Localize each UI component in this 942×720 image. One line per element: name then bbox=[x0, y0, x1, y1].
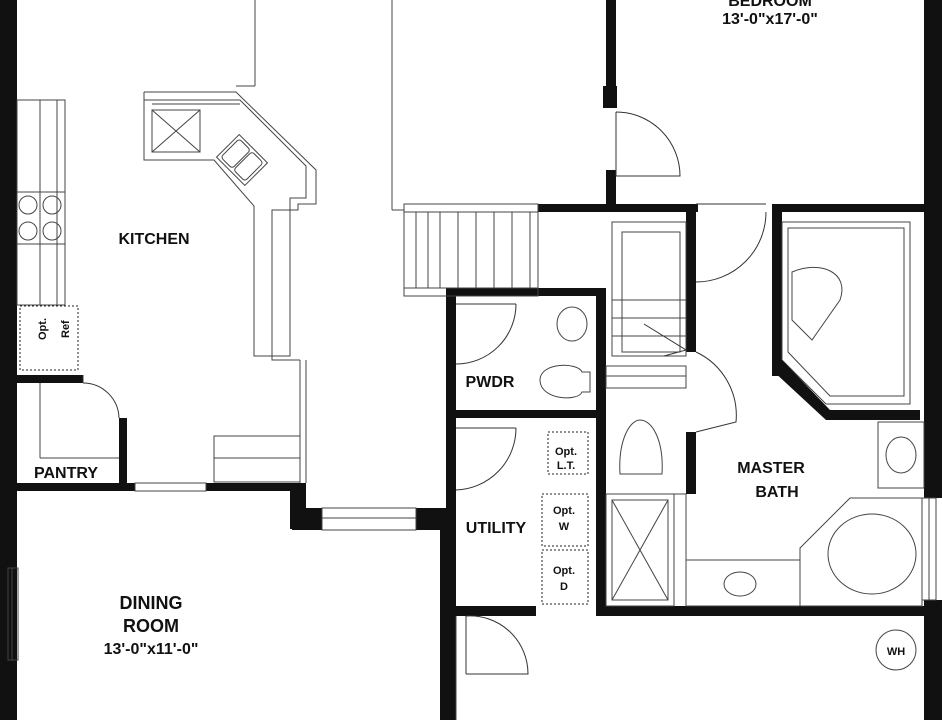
washer-opt: Opt. bbox=[553, 505, 575, 517]
bathtub-upper bbox=[781, 221, 911, 405]
pantry-door bbox=[82, 382, 120, 419]
pantry-label: PANTRY bbox=[34, 465, 98, 482]
master-bath-label-2: BATH bbox=[755, 484, 798, 501]
bedroom-label: BEDROOM bbox=[728, 0, 812, 10]
garden-tub bbox=[799, 497, 923, 607]
wall-pantry-right bbox=[119, 418, 127, 490]
dryer-space bbox=[541, 549, 589, 605]
burner-icon bbox=[42, 221, 62, 241]
dining-room-label-1: DINING bbox=[120, 593, 183, 613]
wall-left-exterior bbox=[0, 0, 17, 720]
pwdr-toilet-icon bbox=[539, 364, 591, 399]
wall-pwdr-right bbox=[596, 288, 606, 610]
pwdr-label: PWDR bbox=[466, 374, 515, 391]
dishwasher bbox=[151, 109, 201, 153]
bath-fixtures bbox=[539, 221, 925, 671]
wall-lower-stub bbox=[456, 606, 536, 616]
counter-bar bbox=[213, 435, 301, 483]
cooktop bbox=[16, 191, 66, 245]
kitchen-counters bbox=[16, 91, 317, 483]
vanity-right bbox=[877, 421, 925, 489]
master-toilet-icon bbox=[619, 419, 663, 475]
wall-right-exterior-lower bbox=[924, 600, 942, 720]
wall-column-right bbox=[416, 508, 452, 530]
washer-space bbox=[541, 493, 589, 547]
dining-room-label-2: ROOM bbox=[123, 616, 179, 636]
burner-icon bbox=[42, 195, 62, 215]
burner-icon bbox=[18, 195, 38, 215]
ref-label: Ref bbox=[60, 320, 72, 338]
wall-pwdr-top bbox=[446, 288, 606, 296]
water-closet-door bbox=[695, 351, 737, 433]
shower bbox=[605, 493, 675, 607]
counter-peninsula bbox=[144, 91, 317, 361]
closet-door bbox=[643, 323, 688, 357]
thin-lines bbox=[7, 0, 937, 720]
burner-icon bbox=[18, 221, 38, 241]
wall-utility-left bbox=[446, 288, 456, 720]
water-heater-icon bbox=[875, 629, 917, 671]
laundry-tub-space bbox=[547, 431, 589, 475]
counter-left bbox=[16, 99, 66, 306]
doors bbox=[82, 111, 767, 675]
wall-bath-left-lower bbox=[686, 432, 696, 494]
dryer-opt: Opt. bbox=[553, 565, 575, 577]
refrigerator-space bbox=[19, 305, 79, 371]
wall-tub-left bbox=[772, 204, 782, 376]
vanity-lower bbox=[685, 559, 801, 607]
vanity-sink-icon bbox=[885, 436, 917, 474]
wall-pantry-top bbox=[17, 375, 83, 383]
kitchen-sink-icon bbox=[215, 133, 269, 187]
dining-room-size: 13'-0"x11'-0" bbox=[104, 641, 199, 658]
master-bath-label-1: MASTER bbox=[737, 460, 805, 477]
wall-right-exterior-upper bbox=[924, 0, 942, 498]
wall-dining-top-left bbox=[17, 483, 135, 491]
bedroom-size: 13'-0"x17'-0" bbox=[722, 11, 818, 28]
kitchen-label: KITCHEN bbox=[118, 231, 189, 248]
pwdr-sink-icon bbox=[556, 306, 588, 342]
wall-pwdr-bottom bbox=[446, 410, 606, 418]
wall-column-left-base bbox=[292, 508, 322, 530]
wall-bedroom-jamb bbox=[603, 86, 617, 108]
wall-dining-top-mid bbox=[206, 483, 306, 491]
dryer-label: D bbox=[560, 581, 568, 593]
wall-bath-left-upper bbox=[686, 204, 696, 352]
utility-label: UTILITY bbox=[466, 520, 527, 537]
laundry-tub-label: L.T. bbox=[557, 460, 575, 472]
labels: BEDROOM 13'-0"x17'-0" KITCHEN Opt. Ref P… bbox=[34, 0, 905, 658]
wall-bath-top bbox=[772, 204, 924, 212]
wall-bath-bottom bbox=[596, 606, 924, 616]
water-heater-label: WH bbox=[887, 646, 905, 658]
wall-stair-top bbox=[538, 204, 698, 212]
wall-bedroom-left bbox=[606, 0, 616, 100]
ref-opt-label: Opt. bbox=[37, 318, 49, 340]
laundry-tub-opt: Opt. bbox=[555, 446, 577, 458]
washer-label: W bbox=[559, 521, 570, 533]
garden-tub-basin bbox=[827, 513, 917, 595]
wall-dining-right bbox=[440, 530, 450, 720]
wall-bedroom-left-lower bbox=[606, 170, 616, 210]
vanity-lower-sink-icon bbox=[723, 571, 757, 597]
